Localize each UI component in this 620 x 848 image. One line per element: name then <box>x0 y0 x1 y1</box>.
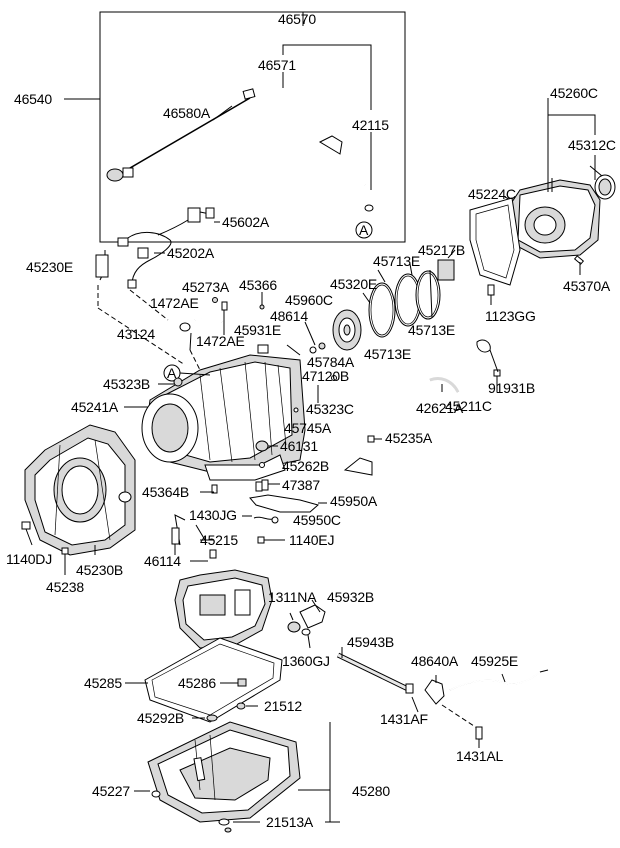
label-91931B: 91931B <box>488 380 535 396</box>
label-45241A: 45241A <box>71 399 119 415</box>
label-1123GG: 1123GG <box>485 308 536 324</box>
label-45713E-1: 45713E <box>373 253 420 269</box>
tube-bracket <box>318 135 343 155</box>
callout-a-label-case: A <box>167 365 177 381</box>
label-45211C: 45211C <box>445 398 492 414</box>
label-1140EJ: 1140EJ <box>289 532 334 548</box>
label-45925E: 45925E <box>471 653 518 669</box>
label-1311NA: 1311NA <box>268 589 317 605</box>
extension-housing-group <box>469 98 616 305</box>
callout-a-label-top: A <box>359 222 369 238</box>
label-45366: 45366 <box>239 277 277 293</box>
label-45273A: 45273A <box>182 279 230 295</box>
label-45224C: 45224C <box>468 186 516 202</box>
seal-ring-3 <box>415 270 441 320</box>
label-46540: 46540 <box>14 91 52 107</box>
detent-plate <box>249 494 320 513</box>
label-46570: 46570 <box>278 11 316 27</box>
label-45227: 45227 <box>92 783 130 799</box>
label-45215: 45215 <box>200 532 238 548</box>
label-45370A: 45370A <box>563 278 611 294</box>
label-1472AE-1: 1472AE <box>150 295 199 311</box>
dipstick-handle <box>106 168 124 182</box>
label-45950C: 45950C <box>293 512 341 528</box>
label-21513A: 21513A <box>266 814 314 830</box>
label-45285: 45285 <box>84 675 122 691</box>
oil-pump-group <box>332 249 456 351</box>
label-42621A: 42621A <box>416 400 464 416</box>
bearing-45217B <box>437 259 455 281</box>
label-45602A: 45602A <box>222 214 270 230</box>
label-47120B: 47120B <box>302 368 349 384</box>
label-45202A: 45202A <box>167 245 215 261</box>
label-43124: 43124 <box>117 326 155 342</box>
manual-shaft-group <box>287 599 549 748</box>
wiring-harness-group <box>95 207 220 366</box>
valve-body-group <box>171 479 327 649</box>
label-45312C: 45312C <box>568 137 616 153</box>
label-45280: 45280 <box>352 783 390 799</box>
label-45943B: 45943B <box>347 634 394 650</box>
label-45950A: 45950A <box>330 493 378 509</box>
label-1431AF: 1431AF <box>380 711 428 727</box>
label-48614: 48614 <box>270 308 308 324</box>
label-45932B: 45932B <box>327 589 374 605</box>
transmission-case-group <box>124 292 501 494</box>
label-21512: 21512 <box>264 698 302 714</box>
seal-ring-1 <box>368 282 396 338</box>
label-46571: 46571 <box>258 57 296 73</box>
label-45235A: 45235A <box>385 430 433 446</box>
gasket <box>469 197 521 286</box>
label-1360GJ: 1360GJ <box>282 653 330 669</box>
label-1140DJ: 1140DJ <box>6 551 52 567</box>
manual-lever <box>299 604 326 629</box>
label-45286: 45286 <box>178 675 216 691</box>
dipstick-group <box>64 11 406 243</box>
part-number-labels: 46570 46540 46571 46580A 42115 A A 45260… <box>6 11 616 830</box>
label-45713E-2: 45713E <box>408 322 455 338</box>
label-45320E: 45320E <box>330 276 377 292</box>
label-45960C: 45960C <box>285 292 333 308</box>
harness-connector <box>187 207 201 223</box>
label-45217B: 45217B <box>418 242 465 258</box>
label-45323B: 45323B <box>103 376 150 392</box>
label-47387: 47387 <box>282 477 320 493</box>
label-45260C: 45260C <box>550 85 598 101</box>
label-1472AE-2: 1472AE <box>196 333 245 349</box>
callout-a-top <box>355 221 373 239</box>
dipstick-box <box>99 11 406 243</box>
label-45292B: 45292B <box>137 710 184 726</box>
label-42115: 42115 <box>352 117 389 133</box>
label-45323C: 45323C <box>306 401 354 417</box>
label-48640A: 48640A <box>411 653 459 669</box>
dipstick-rod <box>117 97 251 176</box>
label-45931E: 45931E <box>234 322 281 338</box>
label-45262B: 45262B <box>282 458 329 474</box>
lever-bracket <box>424 679 445 705</box>
label-45713E-3: 45713E <box>364 346 411 362</box>
label-46131: 46131 <box>280 438 318 454</box>
label-46114: 46114 <box>144 553 181 569</box>
label-1430JG: 1430JG <box>189 507 237 523</box>
label-45784A: 45784A <box>307 354 355 370</box>
oil-pan-gasket <box>144 637 283 723</box>
label-45238: 45238 <box>46 579 84 595</box>
label-45745A: 45745A <box>284 420 332 436</box>
label-45230E: 45230E <box>26 259 73 275</box>
label-45230B: 45230B <box>76 562 123 578</box>
converter-housing-group <box>21 424 136 575</box>
oil-pan-group <box>125 637 340 833</box>
label-1431AL: 1431AL <box>456 748 503 764</box>
label-46580A: 46580A <box>163 105 211 121</box>
label-45364B: 45364B <box>142 484 189 500</box>
harness-bracket <box>95 254 109 278</box>
